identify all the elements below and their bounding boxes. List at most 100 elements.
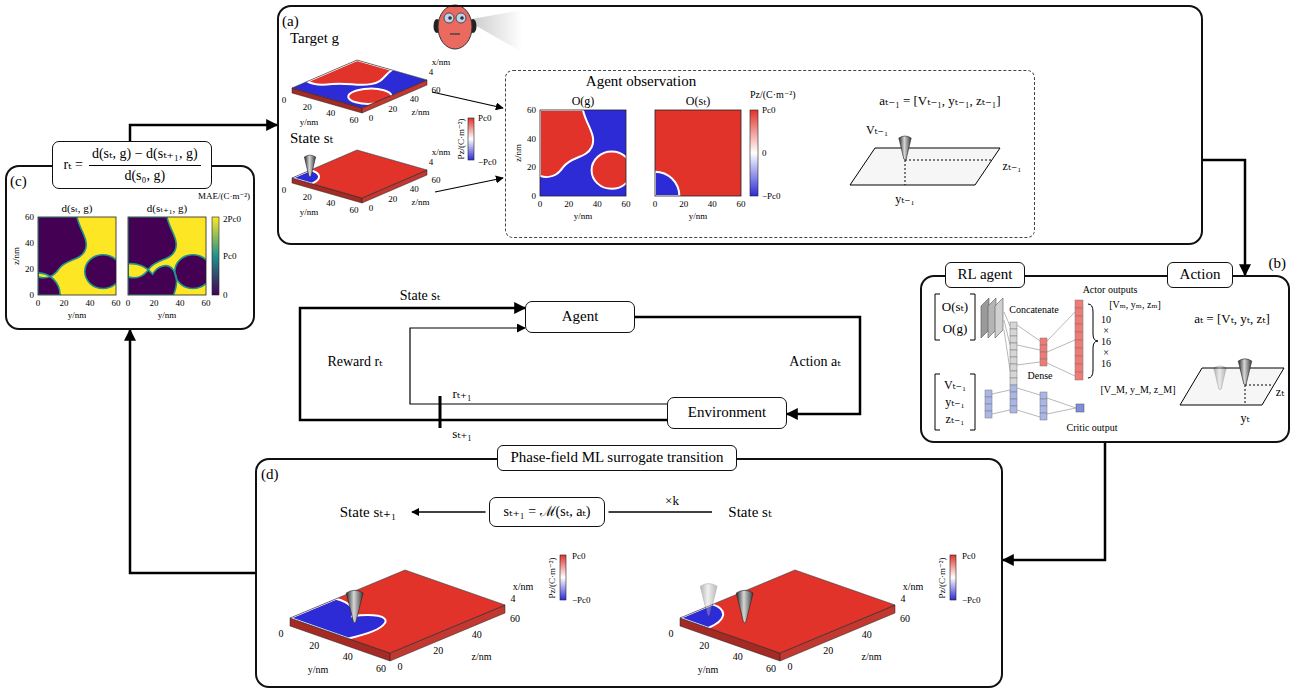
figure-label: 60 [510, 614, 520, 624]
figure-label: 0 [369, 204, 374, 213]
wire [1004, 320, 1010, 345]
edge-label: Reward rₜ [325, 354, 384, 369]
figure-label: rₜ₊₁ [453, 387, 472, 400]
figure-label: Target g [290, 31, 339, 46]
figure-label: 0 [669, 629, 674, 639]
error-region [175, 255, 206, 289]
domain [592, 152, 626, 189]
figure-label: z/nm [862, 652, 882, 662]
figure-label: yₜ₋₁ [895, 193, 914, 205]
figure-label: y/nm [300, 208, 319, 217]
wire [1017, 345, 1040, 350]
edge-label: State sₜ [398, 288, 442, 303]
heatmap-ground [292, 150, 427, 198]
figure-label: 0 [30, 291, 35, 300]
figure-label: 20 [388, 104, 397, 113]
wire [1017, 388, 1040, 395]
figure-label: O(sₜ) [686, 95, 710, 107]
neuron [1075, 316, 1083, 324]
heatmap-ground [290, 570, 505, 653]
figure-label: × [1103, 348, 1109, 358]
figure-label: 16 [1101, 337, 1111, 347]
figure-label: 20 [150, 299, 159, 308]
figure-label: 0 [282, 96, 287, 105]
figure-label: x/nm [432, 58, 451, 67]
wire [905, 160, 906, 185]
connector-arrow [410, 328, 667, 404]
figure-label: ×k [665, 494, 679, 507]
arrow-line [432, 92, 503, 108]
box-text: Agent [540, 308, 620, 325]
figure-label: −Pc0 [478, 158, 497, 167]
neuron [1040, 406, 1047, 413]
slab-top [290, 570, 505, 653]
figure-label: [Vₘ, yₘ, zₘ] [1109, 300, 1161, 310]
figure-label: Pz/(C·m⁻²) [457, 119, 466, 160]
robot-head [438, 5, 472, 49]
figure-label: Dense [1028, 371, 1053, 381]
neuron [1010, 392, 1017, 399]
neuron [1010, 336, 1017, 343]
figure-label: y/nm [158, 311, 177, 320]
figure-label: z/nm [472, 652, 492, 662]
figure-label: 20 [527, 163, 536, 172]
connector-arrow [130, 330, 255, 573]
figure-label: x/nm [903, 582, 924, 592]
wire [905, 160, 992, 161]
heatmap [38, 217, 116, 295]
figure-label: Pc0 [572, 552, 586, 561]
figure-label: O(sₜ) [942, 300, 968, 313]
heatmap [292, 60, 427, 108]
figure-label: −Pc0 [762, 192, 781, 201]
figure-label: z/nm [12, 247, 21, 265]
figure-label: 0 [532, 192, 537, 201]
figure-label: 0 [653, 200, 658, 209]
plot-frame [38, 217, 116, 295]
figure-label: 4 [429, 158, 434, 167]
colorbar [468, 118, 474, 160]
figure-label: 60 [737, 200, 746, 209]
neuron [1075, 372, 1083, 380]
error-region [38, 217, 86, 278]
heatmap [128, 217, 206, 295]
afm-tip [899, 136, 911, 160]
colorbar [950, 555, 956, 600]
header-tab: Phase-field ML surrogate transition [497, 445, 736, 470]
figure-label: y/nm [698, 665, 719, 675]
heatmap-ground [292, 60, 427, 108]
heatmap [680, 570, 895, 653]
robot-view-beam [466, 10, 522, 52]
afm-tip [346, 590, 363, 622]
heatmap-plot [540, 110, 632, 196]
header-tab: RL agent [945, 262, 1026, 287]
neuron [1040, 345, 1047, 352]
figure-label: yₜ [1241, 412, 1250, 424]
figure-label: State sₜ₊₁ [340, 505, 396, 520]
plot-frame [128, 217, 206, 295]
figure-label: aₜ = [Vₜ, yₜ, zₜ] [1194, 312, 1270, 325]
fraction-denominator: d(s₀, g) [121, 166, 168, 184]
figure-label: Pz/(C·m⁻²) [548, 558, 557, 599]
process-box: Environment [667, 397, 787, 428]
error-boundary [128, 217, 176, 278]
wire [1047, 398, 1076, 408]
wire [1047, 408, 1076, 414]
figure-label: 40 [472, 630, 482, 640]
heatmap-plot [38, 217, 121, 295]
neuron [1040, 338, 1047, 345]
neuron [1010, 329, 1017, 336]
figure-label: 40 [343, 652, 353, 662]
box-text: Environment [682, 404, 772, 421]
neuron [1075, 332, 1083, 340]
figure-label: × [1103, 326, 1109, 336]
figure-label: Concatenate [1009, 305, 1058, 315]
fraction: d(sₜ, g) − d(sₜ₊₁, g)d(s₀, g) [89, 146, 201, 183]
neuron [985, 397, 992, 404]
afm-tip [304, 155, 315, 177]
neuron [1075, 324, 1083, 332]
slab-outline [290, 570, 505, 653]
figure-label: 60 [432, 86, 441, 95]
panel-label: (c) [10, 173, 27, 190]
figure-label: Actor outputs [1083, 285, 1138, 295]
figure-label: Pz/(C·m⁻²) [750, 90, 796, 100]
